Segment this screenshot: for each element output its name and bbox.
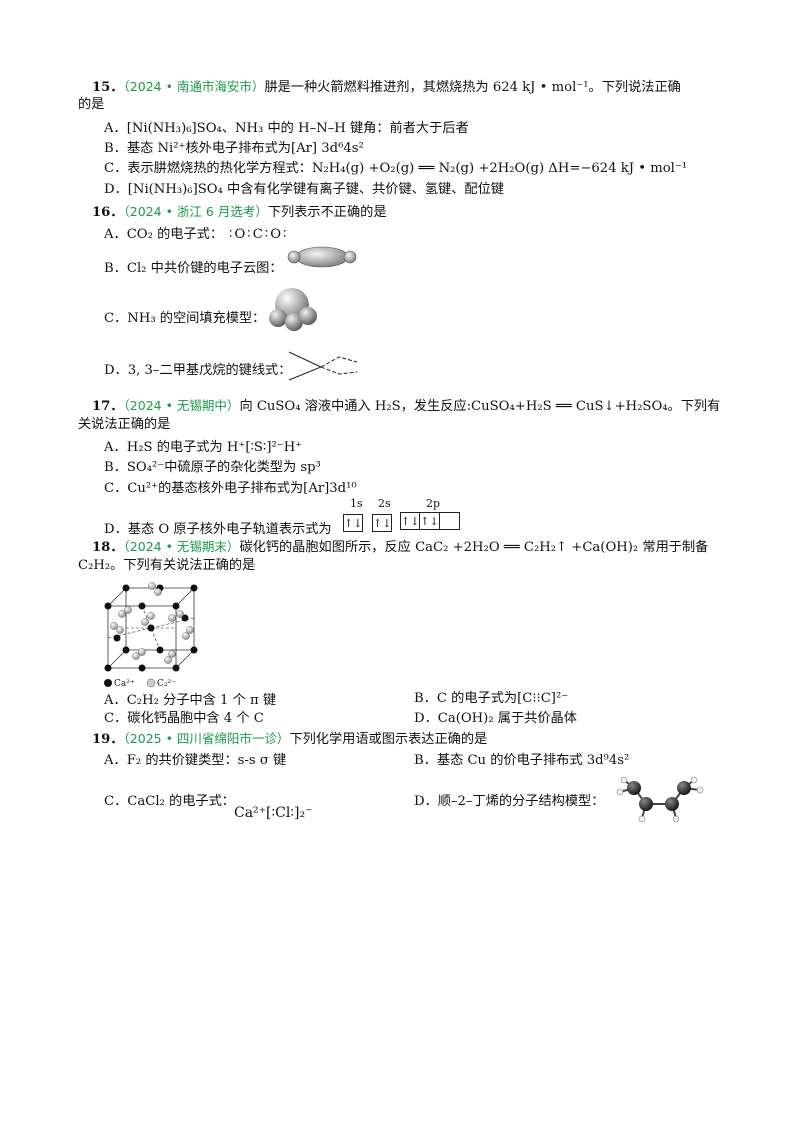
q19-option-c: C．CaCl₂ 的电子式： <box>104 794 235 809</box>
q18-number: 18． <box>92 540 124 555</box>
orbital-box-2s: ↑↓ <box>372 514 392 532</box>
orbital-label-2p: 2p <box>426 497 441 510</box>
orbital-box-2p-3 <box>440 512 460 530</box>
q18-source-tag: （2024 • 无锡期末） <box>123 539 240 554</box>
q17-number: 17． <box>92 399 124 414</box>
nh3-space-filling-model <box>269 288 317 331</box>
q16-option-d: D．3, 3–二甲基戊烷的键线式： <box>104 363 292 378</box>
q16-stem: 16．（2024 • 浙江 6 月选考）下列表示不正确的是 <box>92 203 387 222</box>
orbital-label-2s: 2s <box>378 497 391 510</box>
q18-option-b: B．C 的电子式为[C⁝⁝C]²⁻ <box>414 691 569 706</box>
q19-cacl2-electron-formula: Ca²⁺[∶Cl∶]₂⁻ <box>234 805 313 821</box>
q16-stem-text: 下列表示不正确的是 <box>267 205 387 220</box>
q16-source-tag: （2024 • 浙江 6 月选考） <box>123 204 268 219</box>
orbital-box-1s-group: ↑↓ <box>343 512 363 532</box>
legend-c2-label: C₂²⁻ <box>157 679 176 689</box>
q18-option-c: C．碳化钙晶胞中含 4 个 C <box>104 711 264 726</box>
q18-stem: 18．（2024 • 无锡期末）碳化钙的晶胞如图所示，反应 CaC₂ +2H₂O… <box>92 538 708 557</box>
q19-number: 19． <box>92 732 124 747</box>
q16-number: 16． <box>92 205 124 220</box>
q18-stem-text: 碳化钙的晶胞如图所示，反应 CaC₂ +2H₂O ══ C₂H₂↑ +Ca(OH… <box>239 540 709 555</box>
q18-option-d: D．Ca(OH)₂ 属于共价晶体 <box>414 711 577 726</box>
q15-source-tag: （2024 • 南通市海安市） <box>123 79 265 94</box>
q18-stem-cont: C₂H₂。下列有关说法正确的是 <box>78 558 256 573</box>
q16-option-a: A．CO₂ 的电子式： ∶O∶C∶O∶ <box>104 226 288 244</box>
q17-option-a: A．H₂S 的电子式为 H⁺[∶S∶]²⁻H⁺ <box>104 440 303 455</box>
q15-option-d: D．[Ni(NH₃)₆]SO₄ 中含有化学键有离子键、共价键、氢键、配位键 <box>104 182 504 197</box>
legend-ca-marker <box>104 679 112 687</box>
q19-option-b: B．基态 Cu 的价电子排布式 3d⁹4s² <box>414 753 630 768</box>
legend-c2-marker <box>146 678 156 688</box>
q15-stem-text: 肼是一种火箭燃料推进剂，其燃烧热为 624 kJ • mol⁻¹。下列说法正确 <box>264 80 681 95</box>
q19-option-a: A．F₂ 的共价键类型：s-s σ 键 <box>104 753 287 768</box>
q15-stem-cont: 的是 <box>78 97 105 112</box>
q15-number: 15． <box>92 80 124 95</box>
legend-ca-label: Ca²⁺ <box>114 679 135 689</box>
q16-option-b: B．Cl₂ 中共价键的电子云图： <box>104 261 283 276</box>
q17-option-b: B．SO₄²⁻中硫原子的杂化类型为 sp³ <box>104 460 321 475</box>
orbital-box-2p-1: ↑↓ <box>400 512 420 530</box>
q15-option-a: A．[Ni(NH₃)₆]SO₄、NH₃ 中的 H–N–H 键角：前者大于后者 <box>104 121 469 136</box>
q17-option-c: C．Cu²⁺的基态核外电子排布式为[Ar]3d¹⁰ <box>104 481 357 496</box>
q16-option-a-label: A．CO₂ 的电子式： <box>104 227 224 242</box>
dimethylpentane-skeletal-formula <box>288 351 358 381</box>
orbital-box-2s-group: ↑↓ <box>372 512 392 532</box>
q16-option-c: C．NH₃ 的空间填充模型： <box>104 311 266 326</box>
q17-stem: 17．（2024 • 无锡期中）向 CuSO₄ 溶液中通入 H₂S，发生反应:C… <box>92 397 720 416</box>
orbital-box-2p-group: ↑↓↑↓ <box>400 512 460 530</box>
q15-option-b: B．基态 Ni²⁺核外电子排布式为[Ar] 3d⁶4s² <box>104 141 364 156</box>
orbital-label-1s: 1s <box>350 497 363 510</box>
q19-stem-text: 下列化学用语或图示表达正确的是 <box>289 732 488 747</box>
q17-stem-text: 向 CuSO₄ 溶液中通入 H₂S，发生反应:CuSO₄+H₂S ══ CuS↓… <box>239 399 721 414</box>
q18-option-a: A．C₂H₂ 分子中含 1 个 π 键 <box>104 693 277 708</box>
cis-2-butene-ball-stick-model <box>616 776 704 823</box>
orbital-box-1s: ↑↓ <box>343 514 363 532</box>
q16-co2-electron-formula: ∶O∶C∶O∶ <box>229 227 289 242</box>
q17-option-d: D．基态 O 原子核外电子轨道表示式为 <box>104 522 332 537</box>
q19-option-d: D．顺–2–丁烯的分子结构模型： <box>414 794 605 809</box>
q15-option-c: C．表示肼燃烧热的热化学方程式：N₂H₄(g) +O₂(g) ══ N₂(g) … <box>104 161 688 176</box>
q19-stem: 19．（2025 • 四川省绵阳市一诊）下列化学用语或图示表达正确的是 <box>92 730 487 749</box>
q19-source-tag: （2025 • 四川省绵阳市一诊） <box>123 731 290 746</box>
q17-stem-cont: 关说法正确的是 <box>78 417 171 432</box>
q17-source-tag: （2024 • 无锡期中） <box>123 398 240 413</box>
cac2-unit-cell-diagram <box>104 582 198 672</box>
q15-stem: 15．（2024 • 南通市海安市）肼是一种火箭燃料推进剂，其燃烧热为 624 … <box>92 78 681 97</box>
cl2-electron-cloud-diagram <box>287 246 357 268</box>
orbital-box-2p-2: ↑↓ <box>420 512 440 530</box>
